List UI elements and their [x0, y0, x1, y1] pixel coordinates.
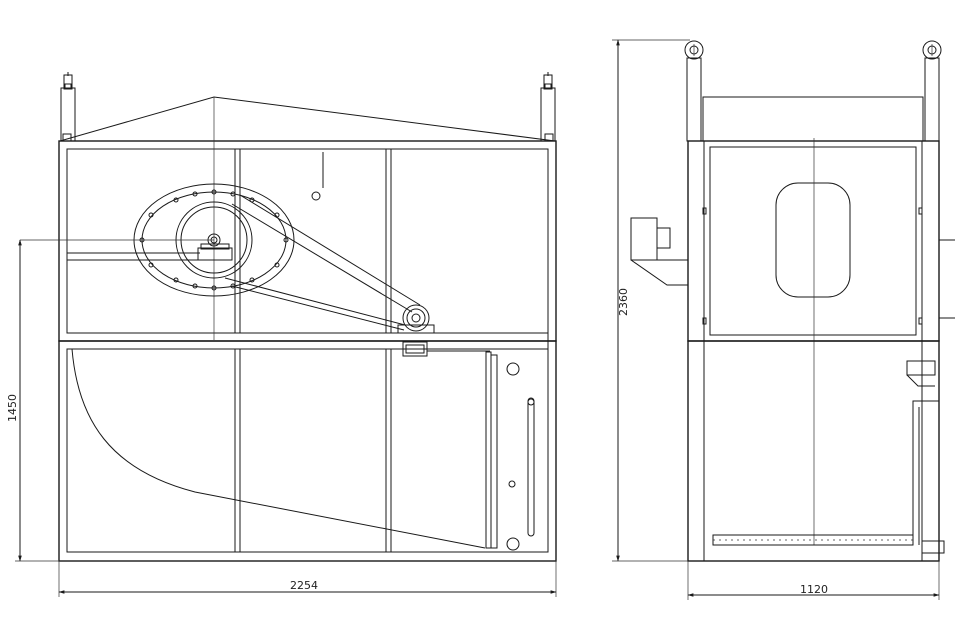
- side-lower-frame: [687, 340, 940, 562]
- side-height-label: 2360: [617, 288, 630, 316]
- side-width-label: 1120: [800, 583, 828, 596]
- roof-outline: [59, 96, 556, 142]
- side-lifting-post-right: [922, 40, 942, 142]
- front-view: [20, 72, 557, 562]
- side-dimensions: 2360 1120: [612, 39, 940, 600]
- airflow-duct-curve: [71, 348, 486, 549]
- side-view: [630, 40, 955, 562]
- lifting-post-right: [540, 72, 556, 142]
- front-dimensions: 2254 1450: [6, 239, 557, 597]
- side-upper-frame: [687, 140, 940, 342]
- lower-module-frame: [58, 340, 557, 562]
- side-lifting-post-left: [684, 40, 704, 142]
- front-width-label: 2254: [290, 579, 318, 592]
- lower-height-label: 1450: [6, 394, 19, 422]
- side-motor: [630, 217, 688, 286]
- lifting-post-left: [60, 72, 76, 142]
- inspection-window: [775, 182, 851, 298]
- belt-drive: [224, 194, 435, 357]
